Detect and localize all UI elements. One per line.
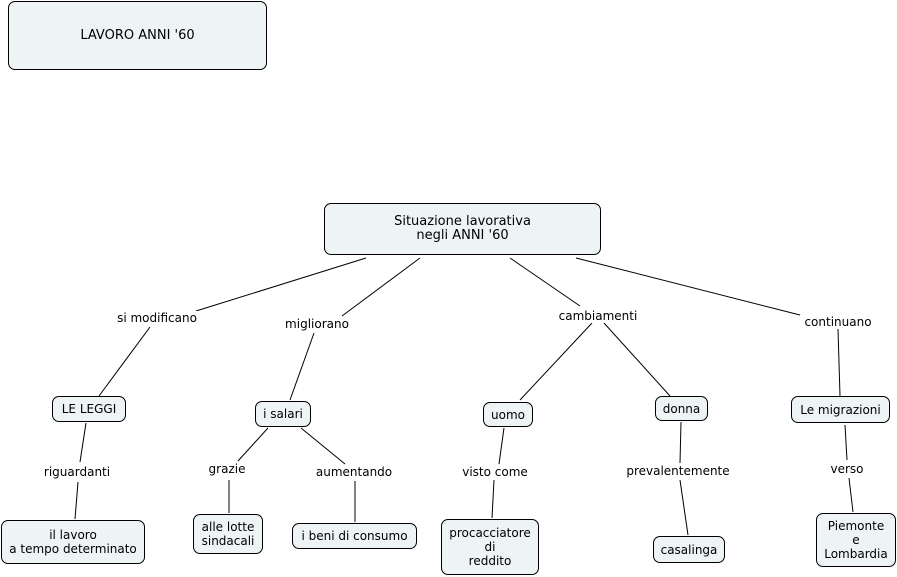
link-verso: verso	[828, 462, 866, 476]
link-si-modificano: si modificano	[115, 311, 199, 325]
concept-le-leggi[interactable]: LE LEGGI	[52, 396, 126, 422]
connector	[74, 481, 79, 520]
concept-casalinga[interactable]: casalinga	[653, 536, 725, 563]
connector	[195, 257, 367, 312]
connector	[491, 479, 495, 519]
concept-le-migrazioni[interactable]: Le migrazioni	[791, 396, 890, 423]
concept-procacciatore-di-reddito[interactable]: procacciatore di reddito	[441, 519, 539, 575]
connector	[679, 479, 689, 536]
link-visto-come: visto come	[460, 465, 530, 479]
connector	[79, 422, 87, 463]
link-cambiamenti: cambiamenti	[556, 309, 640, 323]
connector	[519, 322, 593, 401]
title-box[interactable]: LAVORO ANNI '60	[8, 1, 267, 70]
concept-donna[interactable]: donna	[655, 396, 708, 421]
connector	[98, 326, 151, 397]
link-aumentando: aumentando	[313, 465, 395, 479]
concept-lotte-sindacali[interactable]: alle lotte sindacali	[193, 514, 263, 554]
connector	[498, 427, 505, 465]
root-concept[interactable]: Situazione lavorativa negli ANNI '60	[324, 203, 601, 255]
concept-i-salari[interactable]: i salari	[255, 401, 311, 427]
connector	[300, 427, 346, 465]
concept-beni-di-consumo[interactable]: i beni di consumo	[292, 523, 417, 549]
link-riguardanti: riguardanti	[41, 465, 113, 479]
connector	[237, 427, 269, 462]
concept-lavoro-tempo-determinato[interactable]: il lavoro a tempo determinato	[1, 520, 145, 564]
link-grazie: grazie	[206, 462, 248, 476]
connector	[844, 424, 848, 461]
connector	[837, 328, 841, 397]
connector	[509, 257, 581, 307]
concept-uomo[interactable]: uomo	[483, 402, 533, 427]
connector	[341, 257, 421, 317]
link-migliorano: migliorano	[283, 317, 351, 331]
link-prevalentemente: prevalentemente	[624, 464, 732, 478]
connector	[603, 322, 671, 397]
connector	[679, 421, 682, 464]
concept-piemonte-lombardia[interactable]: Piemonte e Lombardia	[816, 513, 896, 567]
connector	[289, 332, 315, 401]
connector	[575, 257, 801, 316]
link-continuano: continuano	[802, 315, 874, 329]
connector	[848, 477, 854, 513]
